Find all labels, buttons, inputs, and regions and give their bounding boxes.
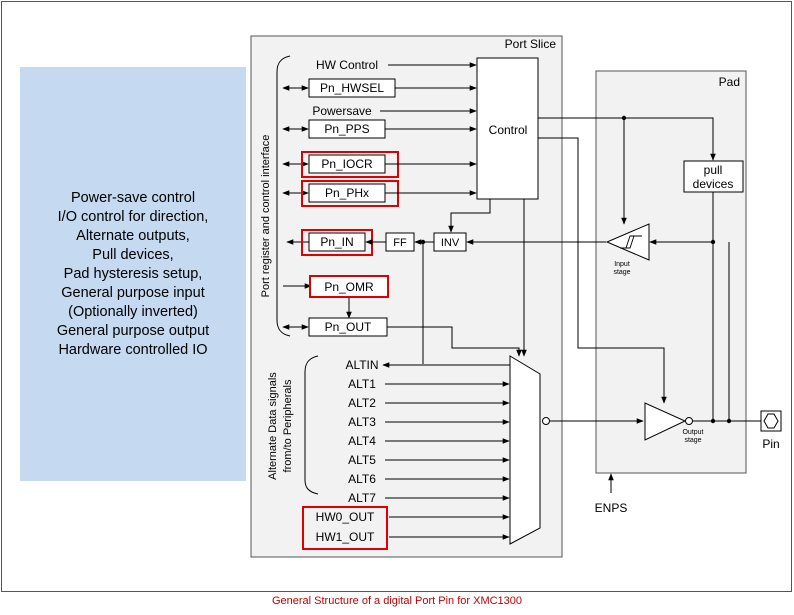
output-stage-bubble: [685, 417, 693, 425]
alt6-label: ALT6: [348, 472, 376, 486]
alt1-label: ALT1: [348, 377, 376, 391]
alt-label-line2: from/to Peripherals: [282, 379, 294, 472]
pull-label-line1: pull: [704, 163, 723, 177]
pin-icon: [760, 410, 782, 432]
pad-title: Pad: [719, 75, 740, 89]
pn-phx-label: Pn_PHx: [325, 186, 369, 200]
control-to-output-enable-arrow: [538, 137, 667, 404]
hw-control-label: HW Control: [316, 58, 378, 72]
alt4-label: ALT4: [348, 434, 376, 448]
altin-tap-dot: [420, 239, 426, 245]
interface-bracket: [276, 55, 291, 337]
control-to-pull-arrow: [538, 117, 716, 161]
port-slice-title: Port Slice: [505, 37, 557, 51]
pull-label-line2: devices: [693, 177, 734, 191]
pn-in-box: [308, 232, 366, 252]
hw1-out-label: HW1_OUT: [316, 530, 375, 544]
pn-omr-box: [309, 275, 389, 298]
output-stage-label-line1: Output: [682, 429, 703, 436]
pin-octagon: [763, 413, 779, 429]
interface-label: Port register and control interface: [260, 135, 272, 298]
control-label: Control: [489, 123, 528, 137]
alt5-label: ALT5: [348, 453, 376, 467]
hw0-out-label: HW0_OUT: [316, 510, 375, 524]
alt7-label: ALT7: [348, 491, 376, 505]
input-junction-dot: [710, 239, 716, 245]
control-to-inv-arrow: [448, 199, 491, 233]
hw-out-highlight: [302, 506, 388, 550]
out-to-mux-arrow: [387, 326, 522, 357]
inv-label: INV: [441, 237, 460, 249]
ff-box: [385, 232, 415, 252]
alt-bracket: [304, 355, 319, 495]
altin-label: ALTIN: [345, 358, 378, 372]
pull-junction-dot: [710, 418, 716, 424]
alt3-label: ALT3: [348, 415, 376, 429]
pn-out-label: Pn_OUT: [325, 320, 372, 334]
output-stage-label-line2: stage: [684, 437, 701, 444]
output-stage-buffer: [644, 402, 687, 441]
figure-frame: [1, 1, 792, 592]
pin-label: Pin: [762, 437, 779, 451]
pn-pps-label: Pn_PPS: [324, 122, 369, 136]
pn-iocr-label: Pn_IOCR: [321, 157, 373, 171]
inv-box: [433, 232, 467, 252]
pn-hwsel-label: Pn_HWSEL: [320, 81, 384, 95]
mux-output-node: [542, 417, 550, 425]
hysteresis-icon: [620, 235, 642, 249]
pin-junction-dot: [726, 418, 732, 424]
description-text: Power-save control I/O control for direc…: [56, 190, 210, 358]
alt2-label: ALT2: [348, 396, 376, 410]
pad-box: [595, 70, 747, 474]
input-stage-label-line1: Input: [614, 261, 630, 268]
port-pin-diagram: Port Slice Pad Port register and control…: [250, 35, 782, 558]
description-panel: Power-save control I/O control for direc…: [20, 67, 246, 481]
figure-caption: General Structure of a digital Port Pin …: [271, 595, 523, 607]
ff-label: FF: [393, 237, 407, 249]
control-block: [476, 57, 539, 200]
pn-omr-label: Pn_OMR: [324, 280, 374, 294]
pn-in-label: Pn_IN: [320, 235, 353, 249]
alt-label-line1: Alternate Data signals: [267, 372, 279, 480]
enps-label: ENPS: [595, 501, 628, 515]
output-mux: [509, 355, 541, 545]
input-stage-label-line2: stage: [613, 269, 630, 276]
powersave-label: Powersave: [312, 104, 372, 118]
